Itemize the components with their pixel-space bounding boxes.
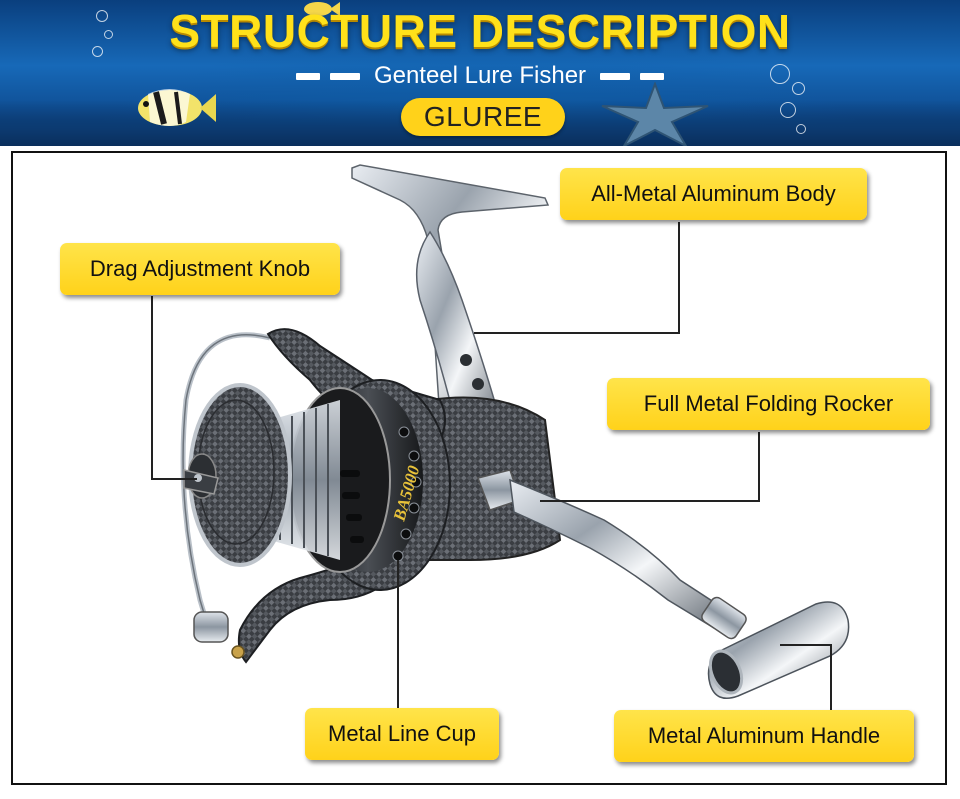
bubble-icon — [96, 10, 108, 22]
rotor-vent-holes — [392, 426, 422, 562]
leader-line-body — [474, 332, 680, 334]
leader-line-rocker — [540, 500, 760, 502]
bubble-icon — [92, 46, 103, 57]
handle-knob — [707, 601, 850, 699]
subtitle-divider — [600, 72, 631, 80]
leader-line-drag-knob — [151, 296, 153, 480]
callout-drag-adjustment-knob: Drag Adjustment Knob — [60, 243, 340, 295]
bubble-icon — [104, 30, 113, 39]
leader-line-body — [678, 222, 680, 334]
header-banner: STRUCTURE DESCRIPTION Genteel Lure Fishe… — [0, 0, 960, 146]
leader-line-drag-knob — [151, 478, 197, 480]
leader-line-handle — [780, 644, 832, 646]
spool-slots — [340, 470, 364, 543]
handle-joint — [701, 596, 747, 640]
brand-badge: GLUREE — [401, 98, 565, 136]
bubble-icon — [792, 82, 805, 95]
page-title: STRUCTURE DESCRIPTION — [169, 5, 791, 57]
subtitle-divider — [640, 72, 665, 80]
callout-full-metal-folding-rocker: Full Metal Folding Rocker — [607, 378, 930, 430]
bubble-icon — [770, 64, 790, 84]
fish-decoration-icon — [138, 89, 216, 126]
line-roller — [193, 611, 229, 643]
subtitle-divider — [295, 72, 320, 80]
subtitle-row: Genteel Lure Fisher — [0, 62, 960, 90]
starfish-decoration-icon — [601, 82, 709, 146]
bubble-icon — [796, 124, 806, 134]
callout-metal-aluminum-handle: Metal Aluminum Handle — [614, 710, 914, 762]
subtitle-divider — [329, 72, 360, 80]
fish-decoration-icon — [304, 2, 340, 16]
drag-knob — [183, 453, 219, 499]
leader-line-line-cup — [397, 560, 399, 710]
leader-line-rocker — [758, 432, 760, 502]
folding-rocker-arm — [509, 478, 728, 630]
callout-metal-line-cup: Metal Line Cup — [305, 708, 499, 760]
leader-line-handle — [830, 644, 832, 710]
subtitle: Genteel Lure Fisher — [373, 62, 587, 89]
bubble-icon — [780, 102, 796, 118]
callout-all-metal-aluminum-body: All-Metal Aluminum Body — [560, 168, 867, 220]
